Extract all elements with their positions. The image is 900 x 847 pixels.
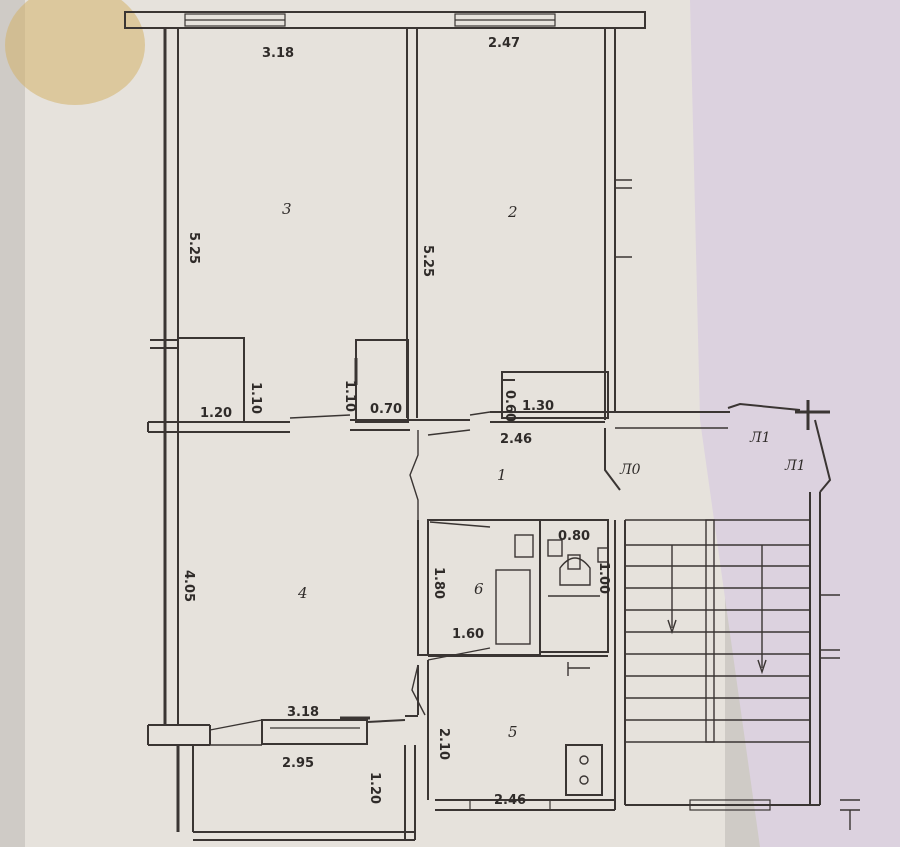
room-3-length: 5.25	[186, 232, 201, 264]
wc-width: 0.80	[558, 529, 590, 544]
closet-mid-depth: 1.10	[342, 380, 357, 412]
room-4-number: 4	[297, 584, 308, 602]
room-2-length: 5.25	[420, 245, 435, 277]
staircase	[625, 519, 810, 743]
balcony-width: 2.95	[282, 756, 314, 771]
paper-stain	[5, 0, 145, 105]
closet-right-depth: 0.60	[502, 390, 517, 422]
closet-left-depth: 1.10	[248, 382, 263, 414]
closet-right-width: 1.30	[522, 399, 554, 414]
room-6-length: 1.80	[431, 567, 446, 599]
balcony-depth: 1.20	[367, 772, 382, 804]
walls	[124, 11, 860, 841]
room-6-width: 1.60	[452, 627, 484, 642]
landing-code-right-bottom: Л1	[784, 458, 806, 474]
wc-length: 1.00	[596, 562, 611, 594]
room-5-length: 2.10	[436, 728, 451, 760]
room-3-width: 3.18	[262, 46, 294, 61]
room-2-number: 2	[507, 203, 518, 221]
room-4-width: 3.18	[287, 705, 319, 720]
paper-sheet	[25, 0, 725, 847]
closet-left-width: 1.20	[200, 406, 232, 421]
room-6-number: 6	[474, 580, 484, 598]
paper-shadow	[690, 0, 900, 847]
room-5-width: 2.46	[494, 793, 526, 808]
landing-code-left: Л0	[619, 462, 641, 478]
room-2-width: 2.47	[488, 36, 520, 51]
room-1-number: 1	[497, 466, 507, 484]
room-5-number: 5	[508, 723, 518, 741]
room-1-width: 2.46	[500, 432, 532, 447]
room-4-length: 4.05	[181, 570, 196, 602]
room-3-number: 3	[282, 200, 292, 218]
labels: 3.18 5.25 3 2.47 5.25 2 1.20 1.10 1.10 0…	[181, 36, 806, 808]
closet-mid-width: 0.70	[370, 402, 402, 417]
landing-code-right-top: Л1	[749, 430, 771, 446]
